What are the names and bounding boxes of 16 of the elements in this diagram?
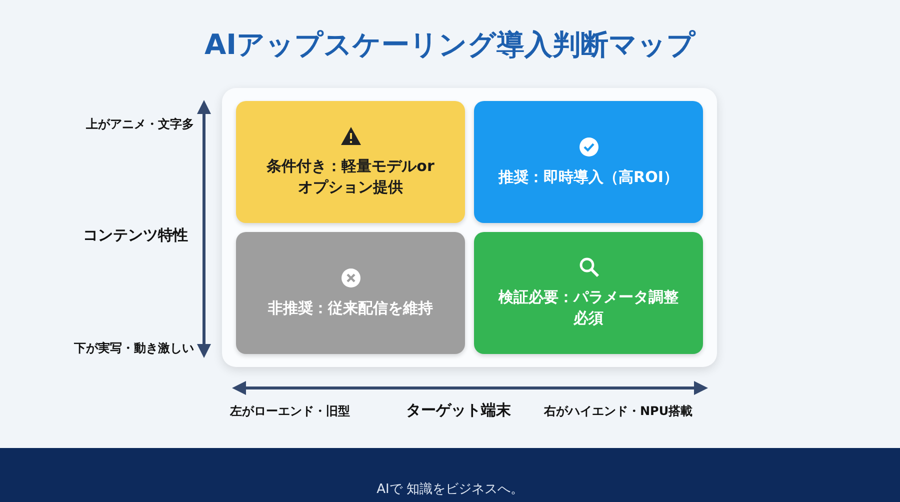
- quadrant-text: 推奨：即時導入（高ROI）: [498, 166, 678, 188]
- axis-end-label: 右がハイエンド・NPU搭載: [544, 403, 693, 420]
- axis-title: コンテンツ特性: [83, 226, 188, 245]
- quadrant-box: [474, 232, 703, 354]
- title: AIアップスケーリング導入判断マップ: [203, 27, 697, 63]
- quadrant-box: [236, 232, 465, 354]
- axis-title: ターゲット端末: [406, 401, 511, 420]
- quadrant-text: 非推奨：従来配信を維持: [267, 298, 434, 318]
- quadrant-text: 検証必要：パラメータ調整必須: [498, 287, 678, 329]
- quadrant-box: [474, 101, 703, 223]
- tagline: AIで 知識をビジネスへ。: [376, 481, 524, 498]
- axis-end-label: 下が実写・動き激しい: [74, 340, 194, 357]
- axis-end-label: 左がローエンド・旧型: [230, 403, 350, 420]
- axis-end-label: 上がアニメ・文字多: [86, 116, 194, 133]
- quadrant-box: [236, 101, 465, 223]
- quadrant-text: 条件付き：軽量モデルorオプション提供: [265, 156, 436, 198]
